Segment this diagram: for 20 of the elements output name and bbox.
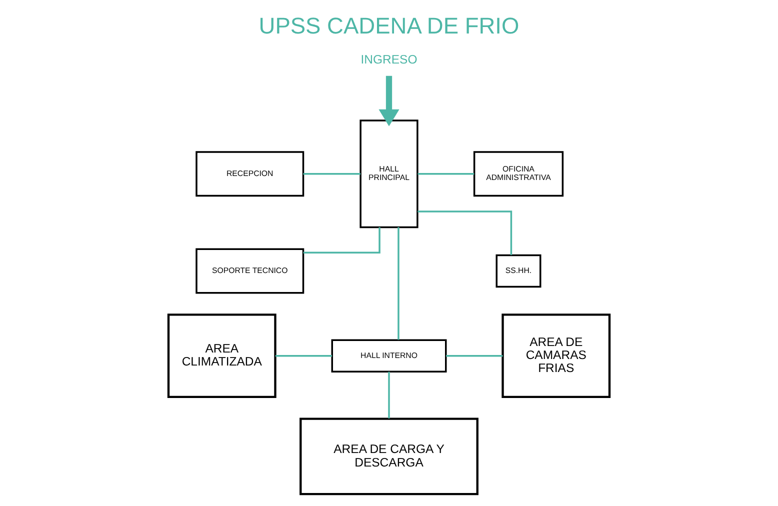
connector (275, 354, 332, 357)
diagram-title: UPSS CADENA DE FRIO (258, 12, 520, 39)
node-box: HALL INTERNO (331, 339, 447, 372)
node-box: RECEPCION (196, 151, 304, 197)
connector (418, 172, 474, 175)
node-box: AREA DE CARGA Y DESCARGA (300, 418, 478, 496)
connector (446, 354, 503, 357)
connector (418, 210, 512, 255)
node-box: OFICINA ADMINISTRATIVA (473, 151, 564, 197)
node-box: AREA DE CAMARAS FRIAS (502, 314, 611, 398)
node-box: HALL PRINCIPAL (360, 120, 418, 228)
connector (303, 172, 360, 175)
node-text: INGRESO (360, 52, 418, 66)
connector (388, 372, 390, 418)
arrow (378, 76, 400, 126)
node-box: AREA CLIMATIZADA (167, 314, 276, 398)
node-box: SOPORTE TECNICO (196, 248, 304, 294)
connector (303, 227, 380, 254)
connector (398, 227, 400, 340)
node-box: SS.HH. (496, 254, 542, 288)
